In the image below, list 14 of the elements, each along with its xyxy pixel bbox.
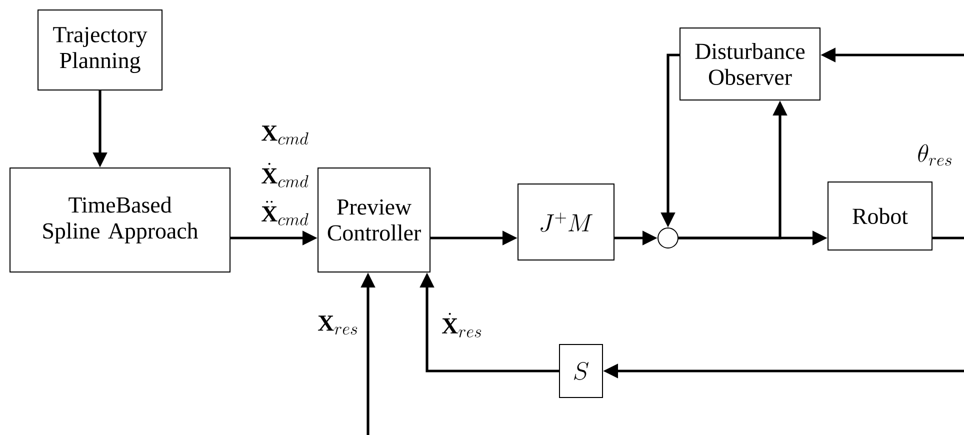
signal-label: $\ddot{\mathbf{X}}_{cmd}$ — [262, 200, 308, 226]
signal-label: $\theta_{res}$ — [918, 144, 952, 166]
process-box: Trajectory Planning — [38, 10, 162, 90]
edge-label: $\dot{\mathbf{X}}_{res}$ — [442, 312, 482, 338]
signal-label: $\dot{\mathbf{X}}_{cmd}$ — [262, 162, 308, 188]
sensor-box: $S$ — [559, 344, 603, 398]
process-box: TimeBased Spline Approach — [10, 168, 230, 272]
plant-box: Robot — [828, 182, 932, 250]
controller-box: Preview Controller — [318, 168, 430, 272]
observer-box: Disturbance Observer — [680, 28, 820, 100]
edge-label: $\mathbf{X}_{res}$ — [318, 316, 358, 335]
gain-box: $J^{+}M$ — [518, 184, 614, 260]
summing-junction — [658, 228, 678, 248]
signal-label: $\mathbf{X}_{cmd}$ — [262, 126, 308, 145]
